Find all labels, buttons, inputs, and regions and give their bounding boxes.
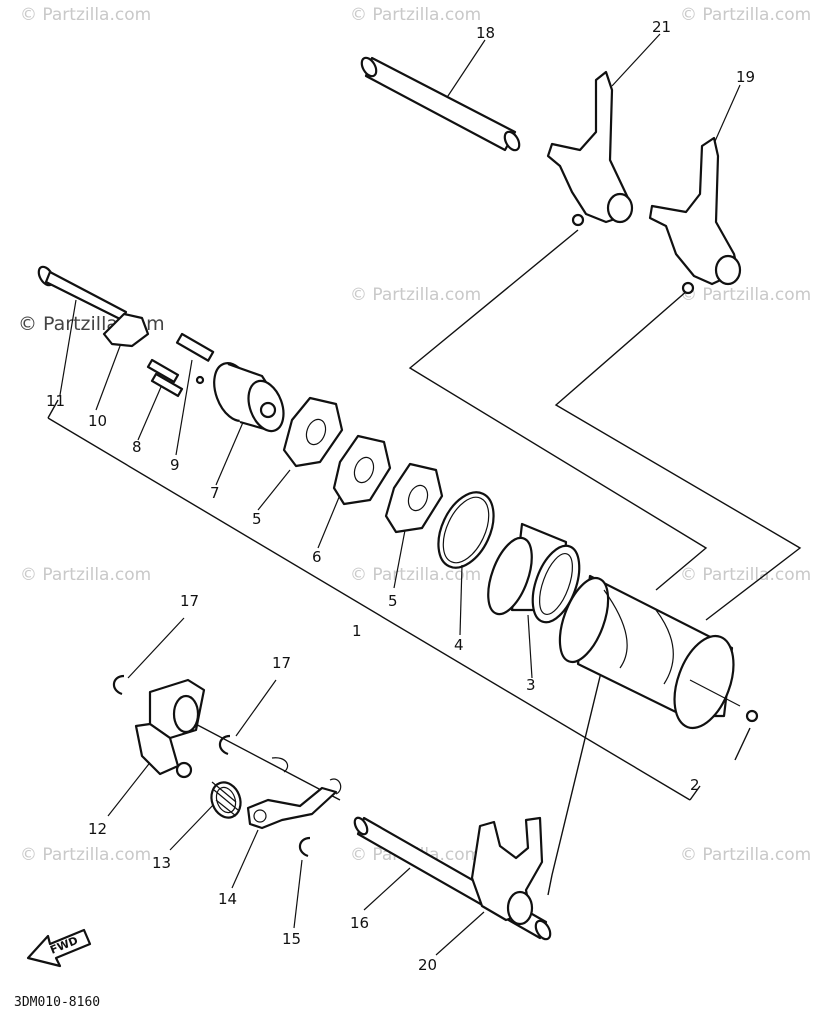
circlip-15 bbox=[298, 836, 311, 858]
fwd-arrow: FWD bbox=[26, 928, 92, 968]
pin bbox=[745, 709, 759, 723]
watermark: © Partzilla.com bbox=[20, 565, 151, 585]
plate-5a bbox=[282, 396, 344, 468]
callout-18: 18 bbox=[476, 24, 495, 42]
watermark: © Partzilla.com bbox=[20, 845, 151, 865]
watermark: © Partzilla.com bbox=[350, 285, 481, 305]
stopper-pin-9 bbox=[175, 332, 215, 385]
shift-fork-shaft bbox=[360, 56, 521, 152]
callout-14: 14 bbox=[218, 890, 237, 908]
callout-11: 11 bbox=[46, 392, 65, 410]
diagram-code: 3DM010-8160 bbox=[14, 995, 100, 1010]
watermark: © Partzilla.com bbox=[680, 565, 811, 585]
callout-9: 9 bbox=[170, 456, 180, 474]
watermark: © Partzilla.com bbox=[350, 5, 481, 25]
watermark: © Partzilla.com bbox=[680, 845, 811, 865]
shift-arm bbox=[134, 678, 206, 779]
callout-19: 19 bbox=[736, 68, 755, 86]
callout-1: 1 bbox=[352, 622, 362, 640]
watermark-layer: © Partzilla.com © Partzilla.com © Partzi… bbox=[18, 5, 811, 865]
shift-drum bbox=[558, 574, 741, 730]
callout-5a: 5 bbox=[252, 510, 262, 528]
lock-plate bbox=[102, 312, 150, 348]
callout-2: 2 bbox=[690, 776, 700, 794]
callout-17a: 17 bbox=[180, 592, 199, 610]
callout-8: 8 bbox=[132, 438, 142, 456]
watermark: © Partzilla.com bbox=[350, 565, 481, 585]
callout-12: 12 bbox=[88, 820, 107, 838]
return-spring bbox=[210, 781, 242, 819]
callout-4: 4 bbox=[454, 636, 464, 654]
callout-17b: 17 bbox=[272, 654, 291, 672]
callouts: 18 21 19 11 10 8 9 7 5 6 5 1 4 3 2 17 17… bbox=[46, 18, 755, 974]
watermark: © Partzilla.com bbox=[20, 5, 151, 25]
assembly-lines bbox=[47, 229, 802, 896]
callout-20: 20 bbox=[418, 956, 437, 974]
bearing bbox=[487, 522, 581, 624]
watermark: © Partzilla.com bbox=[680, 5, 811, 25]
plate-6 bbox=[332, 434, 392, 506]
callout-5b: 5 bbox=[388, 592, 398, 610]
watermark: © Partzilla.com bbox=[680, 285, 811, 305]
callout-16: 16 bbox=[350, 914, 369, 932]
callout-10: 10 bbox=[88, 412, 107, 430]
callout-13: 13 bbox=[152, 854, 171, 872]
bolt bbox=[37, 265, 128, 322]
circlip bbox=[437, 491, 495, 569]
callout-15: 15 bbox=[282, 930, 301, 948]
shift-fork-20 bbox=[470, 816, 544, 926]
callout-3: 3 bbox=[526, 676, 536, 694]
segment-pins bbox=[146, 358, 184, 398]
circlip-17a bbox=[112, 674, 125, 696]
callout-7: 7 bbox=[210, 484, 220, 502]
callout-21: 21 bbox=[652, 18, 671, 36]
callout-6: 6 bbox=[312, 548, 322, 566]
shift-fork-19 bbox=[648, 136, 742, 295]
shift-fork-21 bbox=[546, 70, 634, 227]
circlip-17b bbox=[218, 734, 231, 756]
shift-lever bbox=[246, 757, 342, 830]
shift-segment bbox=[213, 362, 285, 433]
plate-5b bbox=[384, 462, 444, 534]
